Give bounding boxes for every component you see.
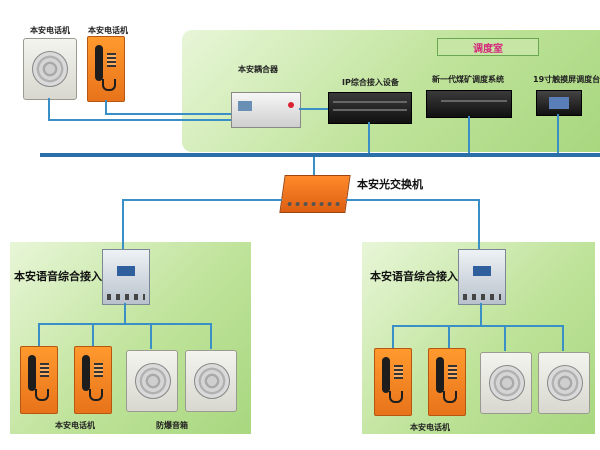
speaker-grille-icon [32, 51, 68, 87]
left-phone-2 [74, 346, 112, 414]
console-screen-icon [549, 97, 569, 109]
network-bus [40, 153, 600, 157]
keypad-icon [107, 53, 116, 67]
top-phone-label: 本安电话机 [88, 26, 128, 35]
handset-icon [95, 45, 103, 81]
ip-access-label: IP综合接入设备 [342, 78, 399, 87]
right-access-device [458, 249, 506, 305]
console-label: 19寸触摸屏调度台 [533, 75, 600, 84]
right-phones-label: 本安电话机 [410, 423, 450, 432]
right-phone-2 [428, 348, 466, 416]
dispatch-system-device [426, 90, 512, 118]
left-speaker-1 [126, 350, 178, 412]
power-button-icon [288, 102, 294, 108]
left-access-label: 本安语音综合接入 [14, 270, 102, 283]
left-speakers-label: 防爆音箱 [156, 421, 188, 430]
coupler-screen-icon [238, 101, 252, 111]
dispatch-system-label: 新一代煤矿调度系统 [432, 75, 504, 84]
left-phones-label: 本安电话机 [55, 421, 95, 430]
left-phone-1 [20, 346, 58, 414]
left-speaker-2 [185, 350, 237, 412]
top-phone-device [87, 36, 125, 102]
control-room-title: 调度室 [437, 38, 539, 56]
left-access-device [102, 249, 150, 305]
ip-access-device [328, 92, 412, 124]
optical-switch-device [279, 175, 351, 213]
right-phone-1 [374, 348, 412, 416]
console-device [536, 90, 582, 116]
right-speaker-2 [538, 352, 590, 414]
right-access-label: 本安语音综合接入 [370, 270, 458, 283]
right-speaker-1 [480, 352, 532, 414]
cord-icon [102, 79, 116, 91]
coupler-label: 本安耦合器 [238, 65, 278, 74]
top-speaker-device [23, 38, 77, 100]
optical-switch-label: 本安光交换机 [357, 178, 423, 191]
top-speaker-label: 本安电话机 [30, 26, 70, 35]
coupler-device [231, 92, 301, 128]
